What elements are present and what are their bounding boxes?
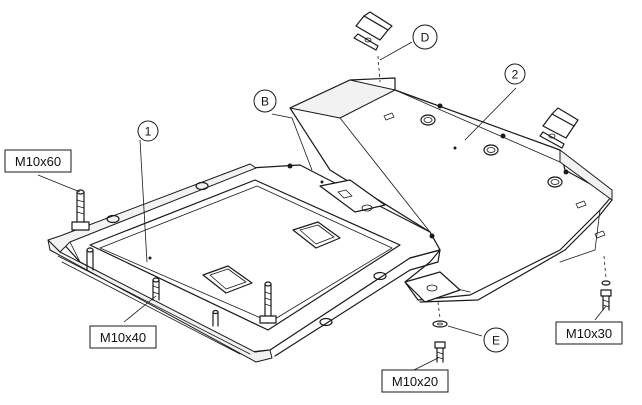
stud-left-1 (86, 247, 94, 271)
label-m10x60: M10x60 (4, 149, 72, 173)
leader-part-2 (464, 87, 517, 141)
part-number-2: 2 (504, 63, 526, 85)
label-m10x30: M10x30 (555, 321, 623, 345)
callout-e-text: E (492, 334, 500, 348)
label-m10x40: M10x40 (89, 325, 157, 349)
dash-m10x30 (603, 255, 607, 279)
leader-m10x40 (123, 295, 157, 323)
callout-d-text: D (421, 31, 430, 45)
bolt-m10x20 (432, 320, 448, 363)
callout-e: E (483, 327, 509, 353)
bolt-m10x30 (600, 280, 612, 311)
leader-e (447, 325, 483, 337)
callout-b: B (253, 89, 277, 113)
stud-m10x60 (71, 189, 90, 231)
part-1-plate (47, 163, 441, 363)
bracket-d-top (353, 11, 393, 51)
stud-bottom-1 (212, 309, 219, 327)
label-m10x20: M10x20 (381, 369, 449, 393)
dash-d (377, 55, 381, 83)
label-m10x20-text: M10x20 (392, 374, 438, 389)
part-number-1: 1 (137, 120, 159, 142)
leader-m10x30 (594, 305, 607, 321)
part-number-2-text: 2 (512, 68, 519, 82)
leader-b (271, 113, 313, 171)
callout-b-text: B (261, 95, 269, 109)
label-m10x60-text: M10x60 (15, 154, 61, 169)
leader-d (379, 41, 413, 61)
bracket-right (539, 107, 579, 149)
part-number-1-text: 1 (145, 125, 152, 139)
leader-part-1 (139, 139, 148, 263)
callout-d: D (412, 24, 438, 50)
label-m10x30-text: M10x30 (566, 326, 612, 341)
part-2-plate (289, 77, 613, 303)
label-m10x40-text: M10x40 (100, 330, 146, 345)
leader-m10x60 (37, 174, 81, 193)
leader-m10x20 (413, 357, 439, 371)
dash-e (437, 301, 441, 319)
stud-m10x40 (152, 277, 160, 301)
stud-right-1 (259, 281, 277, 324)
